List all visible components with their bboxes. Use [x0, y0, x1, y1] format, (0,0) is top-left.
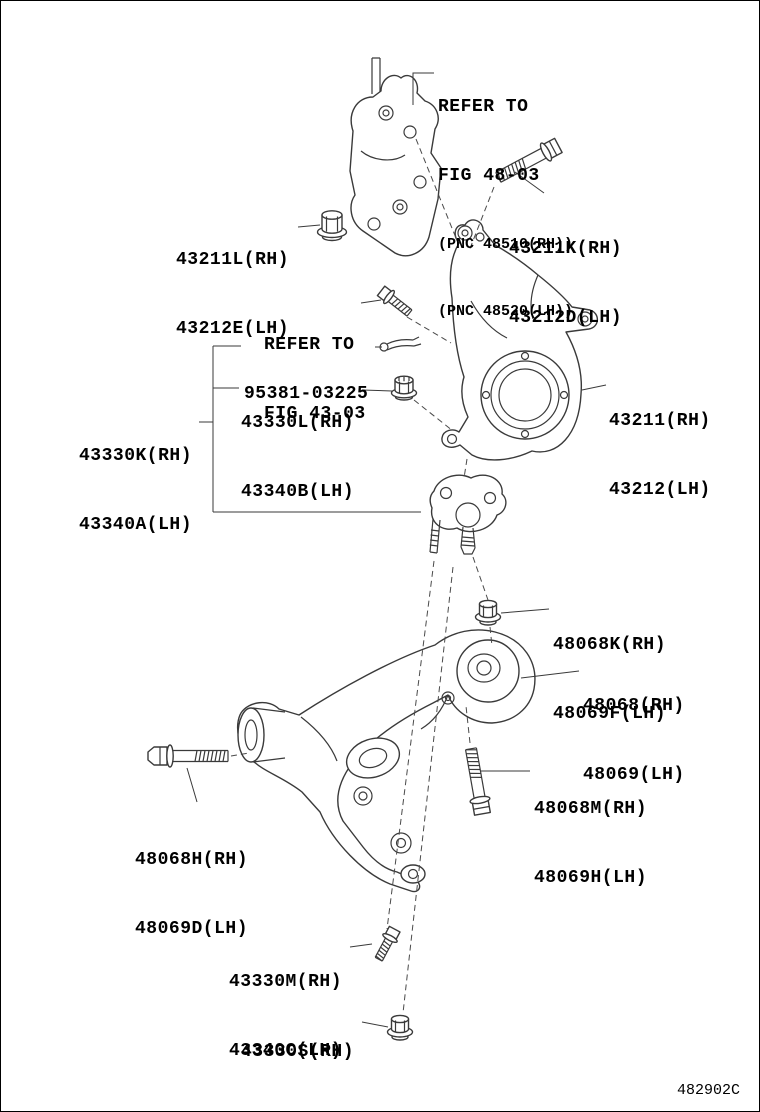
ball-stud-nut-drawing — [386, 1014, 414, 1041]
part-label-95381-03225: 95381-03225 — [244, 384, 369, 404]
part-label-48068H: 48068H(RH) 48069D(LH) — [135, 850, 249, 939]
arm-rear-bolt-drawing — [464, 747, 492, 816]
bracket-bolt-drawing — [495, 137, 563, 183]
lower-control-arm-drawing — [237, 629, 536, 893]
part-label-43211L: 43211L(RH) 43212E(LH) — [176, 250, 290, 339]
part-label-43330M: 43330M(RH) 43340C(LH) — [229, 972, 343, 1061]
ball-joint-set-bolt-drawing — [374, 925, 401, 962]
part-label-43330L: 43330L(RH) 43340B(LH) — [241, 413, 355, 502]
part-label-43211: 43211(RH) 43212(LH) — [609, 411, 711, 500]
knuckle-set-bolt-drawing — [376, 285, 413, 317]
steering-knuckle-drawing — [441, 219, 599, 461]
part-label-48068K: 48068K(RH) 48069F(LH) — [553, 635, 667, 724]
figure-code: 482902C — [677, 1082, 741, 1099]
castle-nut-drawing — [390, 375, 418, 401]
bracket-nut-drawing — [316, 210, 348, 242]
part-label-48068M: 48068M(RH) 48069H(LH) — [534, 799, 648, 888]
lower-ball-joint-drawing — [429, 474, 507, 555]
arm-front-bolt-drawing — [147, 744, 229, 768]
ball-joint-nut-drawing — [474, 599, 502, 626]
part-label-48068: 48068(RH) 48069(LH) — [583, 696, 685, 785]
note-refer-fig-48-03: REFER TO FIG 48-03 (PNC 48510(RH)) (PNC … — [438, 97, 574, 320]
upper-strut-bracket-drawing — [349, 57, 442, 257]
leader-lines — [186, 72, 607, 1028]
cotter-pin-drawing — [379, 336, 422, 352]
part-label-43330S: 43330S(RH) 43340G(LH) — [241, 1042, 355, 1062]
part-label-43211K: 43211K(RH) 43212D(LH) — [509, 239, 623, 328]
assembly-axis-lines — [230, 138, 495, 1014]
note-refer-fig-43-03: REFER TO FIG 43-03 — [264, 335, 366, 424]
part-label-43330K: 43330K(RH) 43340A(LH) — [79, 446, 193, 535]
